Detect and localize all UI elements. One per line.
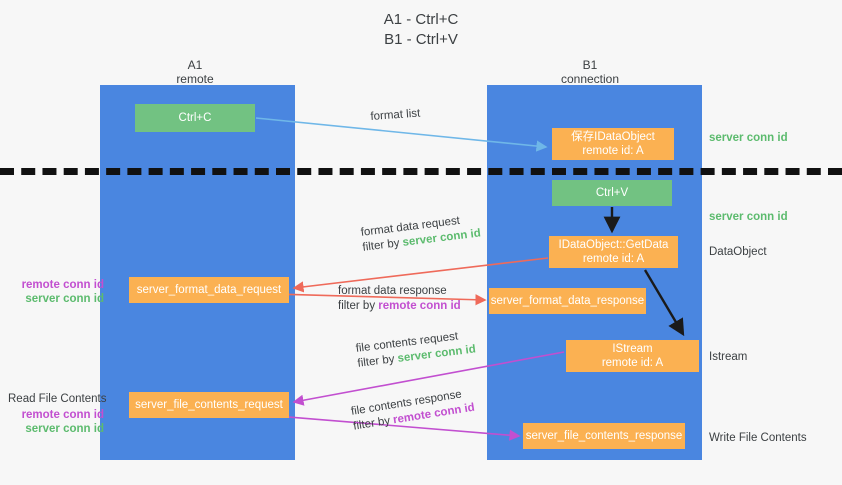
flow-label-format-data-request: format data request filter by server con… bbox=[360, 212, 482, 256]
label-right-istream: Istream bbox=[709, 351, 748, 363]
column-a1-role: remote bbox=[176, 72, 214, 86]
column-b1-name: B1 bbox=[582, 58, 598, 72]
label-left-remote-conn-id-2: remote conn id bbox=[21, 409, 104, 421]
label-left-conn-ids-1: remote conn id server conn id bbox=[8, 278, 104, 306]
flow-format-data-response-key: remote conn id bbox=[378, 300, 461, 312]
box-getdata-line1: IDataObject::GetData bbox=[558, 239, 669, 251]
title-line-1: A1 - Ctrl+C bbox=[383, 11, 459, 28]
box-ctrl-v[interactable]: Ctrl+V bbox=[552, 180, 672, 206]
label-left-conn-ids-2: remote conn id server conn id bbox=[8, 408, 104, 436]
column-b1-role: connection bbox=[560, 72, 620, 86]
box-save-idataobject[interactable]: 保存IDataObject remote id: A bbox=[552, 128, 674, 160]
box-idataobject-getdata[interactable]: IDataObject::GetData remote id: A bbox=[549, 236, 678, 268]
box-istream-line1: IStream bbox=[612, 343, 653, 355]
flow-format-data-response-line2: filter by remote conn id bbox=[338, 299, 461, 314]
label-left-server-conn-id-2: server conn id bbox=[25, 423, 104, 435]
box-istream[interactable]: IStream remote id: A bbox=[566, 340, 699, 372]
box-save-idataobject-line2: remote id: A bbox=[582, 145, 644, 157]
flow-file-contents-request-prefix: filter by bbox=[356, 352, 399, 370]
box-ctrl-c-label: Ctrl+C bbox=[178, 112, 212, 124]
flow-label-file-contents-request: file contents request filter by server c… bbox=[355, 328, 477, 372]
column-header-b1: B1 connection bbox=[500, 58, 680, 86]
flow-format-data-request-prefix: filter by bbox=[361, 236, 404, 254]
flow-label-format-list: format list bbox=[370, 107, 421, 125]
label-left-remote-conn-id-1: remote conn id bbox=[21, 279, 104, 291]
box-server-file-contents-request[interactable]: server_file_contents_request bbox=[129, 392, 289, 418]
label-left-server-conn-id-1: server conn id bbox=[25, 293, 104, 305]
flow-format-list-text: format list bbox=[370, 107, 421, 123]
title-line-2: B1 - Ctrl+V bbox=[384, 31, 458, 48]
box-server-format-data-response[interactable]: server_format_data_response bbox=[489, 288, 646, 314]
column-a1-name: A1 bbox=[187, 58, 203, 72]
box-server-file-contents-response[interactable]: server_file_contents_response bbox=[523, 423, 685, 449]
box-server-format-data-response-label: server_format_data_response bbox=[490, 295, 645, 307]
box-server-file-contents-response-label: server_file_contents_response bbox=[525, 430, 683, 442]
flow-format-data-response-prefix: filter by bbox=[338, 300, 379, 312]
flow-label-file-contents-response: file contents response filter by remote … bbox=[350, 386, 476, 435]
box-ctrl-c[interactable]: Ctrl+C bbox=[135, 104, 255, 132]
page-title: A1 - Ctrl+C B1 - Ctrl+V bbox=[0, 10, 842, 50]
column-header-a1: A1 remote bbox=[110, 58, 280, 86]
box-getdata-line2: remote id: A bbox=[582, 253, 645, 265]
label-right-write-file-contents: Write File Contents bbox=[709, 432, 807, 444]
box-save-idataobject-line1: 保存IDataObject bbox=[571, 131, 655, 143]
label-right-server-conn-id-1: server conn id bbox=[709, 132, 788, 144]
label-right-dataobject: DataObject bbox=[709, 246, 767, 258]
box-server-file-contents-request-label: server_file_contents_request bbox=[135, 399, 283, 411]
box-server-format-data-request[interactable]: server_format_data_request bbox=[129, 277, 289, 303]
flow-format-data-response-line1: format data response bbox=[338, 285, 447, 297]
box-server-format-data-request-label: server_format_data_request bbox=[136, 284, 282, 296]
label-left-read-file-contents: Read File Contents bbox=[8, 393, 107, 405]
flow-label-format-data-response: format data response filter by remote co… bbox=[338, 284, 461, 314]
label-right-server-conn-id-2: server conn id bbox=[709, 211, 788, 223]
box-ctrl-v-label: Ctrl+V bbox=[595, 187, 629, 199]
phase-divider bbox=[0, 168, 842, 175]
box-istream-line2: remote id: A bbox=[601, 357, 664, 369]
